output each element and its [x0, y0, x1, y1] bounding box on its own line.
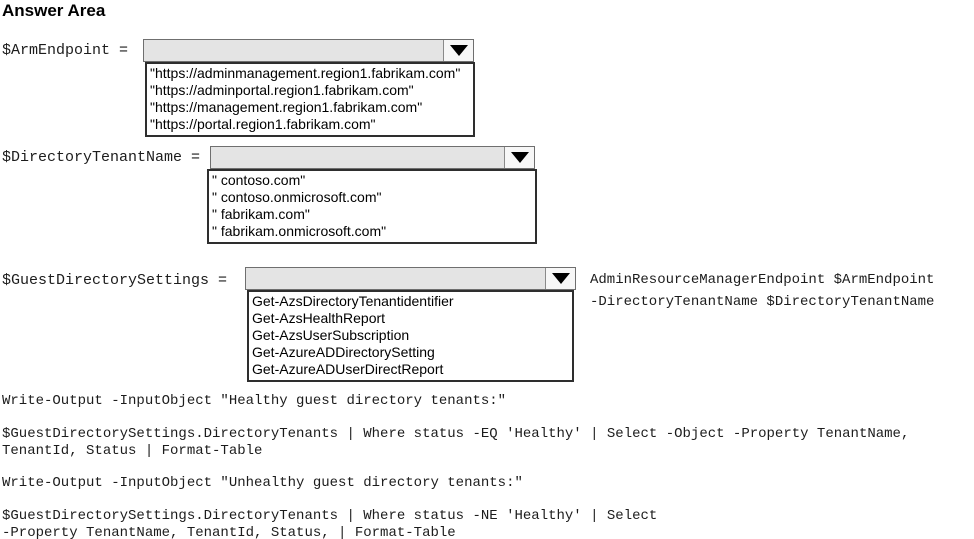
- guestdirectorysettings-dropdown-value[interactable]: [246, 268, 545, 289]
- dropdown-option[interactable]: " fabrikam.com": [212, 206, 310, 222]
- dropdown-option[interactable]: "https://adminmanagement.region1.fabrika…: [150, 65, 461, 81]
- armendpoint-option-list: "https://adminmanagement.region1.fabrika…: [145, 62, 475, 137]
- guestdirectorysettings-dropdown-button[interactable]: [545, 268, 575, 289]
- armendpoint-label: $ArmEndpoint =: [2, 42, 129, 59]
- directorytenantname-label: $DirectoryTenantName =: [2, 149, 201, 166]
- answer-area-title: Answer Area: [2, 1, 106, 20]
- armendpoint-dropdown-button[interactable]: [443, 40, 473, 61]
- dropdown-option[interactable]: " fabrikam.onmicrosoft.com": [212, 223, 387, 239]
- guestdirectorysettings-option-list: Get-AzsDirectoryTenantidentifier Get-Azs…: [247, 290, 574, 382]
- chevron-down-icon: [510, 152, 529, 163]
- code-line-healthy-filter: $GuestDirectorySettings.DirectoryTenants…: [2, 426, 910, 459]
- dropdown-option[interactable]: Get-AzureADDirectorySetting: [252, 344, 435, 360]
- chevron-down-icon: [551, 273, 570, 284]
- directorytenantname-dropdown[interactable]: [210, 146, 535, 169]
- chevron-down-icon: [449, 45, 468, 56]
- inline-param-line2: -DirectoryTenantName $DirectoryTenantNam…: [590, 294, 935, 310]
- code-line-healthy-writeoutput: Write-Output -InputObject "Healthy guest…: [2, 393, 507, 409]
- dropdown-option[interactable]: Get-AzureADUserDirectReport: [252, 361, 444, 377]
- inline-param-line1: AdminResourceManagerEndpoint $ArmEndpoin…: [590, 272, 935, 288]
- directorytenantname-option-list: " contoso.com" " contoso.onmicrosoft.com…: [207, 169, 537, 244]
- code-line-unhealthy-writeoutput: Write-Output -InputObject "Unhealthy gue…: [2, 475, 523, 491]
- dropdown-option[interactable]: Get-AzsHealthReport: [252, 310, 386, 326]
- directorytenantname-dropdown-button[interactable]: [504, 147, 534, 168]
- dropdown-option[interactable]: "https://management.region1.fabrikam.com…: [150, 99, 423, 115]
- directorytenantname-dropdown-value[interactable]: [211, 147, 504, 168]
- code-line-unhealthy-filter: $GuestDirectorySettings.DirectoryTenants…: [2, 508, 658, 539]
- dropdown-option[interactable]: " contoso.onmicrosoft.com": [212, 189, 382, 205]
- dropdown-option[interactable]: " contoso.com": [212, 172, 306, 188]
- dropdown-option[interactable]: Get-AzsUserSubscription: [252, 327, 410, 343]
- dropdown-option[interactable]: "https://adminportal.region1.fabrikam.co…: [150, 82, 414, 98]
- armendpoint-dropdown[interactable]: [143, 39, 474, 62]
- dropdown-option[interactable]: "https://portal.region1.fabrikam.com": [150, 116, 376, 132]
- armendpoint-dropdown-value[interactable]: [144, 40, 443, 61]
- guestdirectorysettings-dropdown[interactable]: [245, 267, 576, 290]
- dropdown-option[interactable]: Get-AzsDirectoryTenantidentifier: [252, 293, 454, 309]
- guestdirectorysettings-label: $GuestDirectorySettings =: [2, 272, 228, 289]
